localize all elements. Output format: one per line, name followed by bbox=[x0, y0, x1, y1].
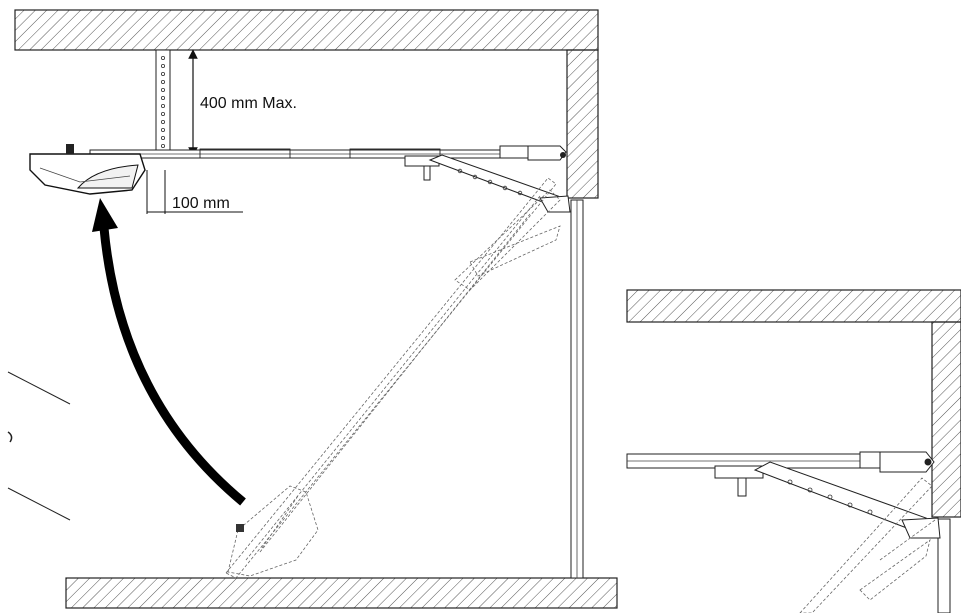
detail-rail bbox=[626, 451, 935, 473]
right-wall bbox=[566, 49, 599, 199]
hanging-bracket bbox=[155, 49, 171, 159]
opener-rail bbox=[89, 145, 567, 161]
door-arm-closed bbox=[428, 154, 571, 213]
lift-direction-arrow bbox=[99, 227, 246, 506]
detail-wall bbox=[931, 321, 961, 518]
main-view: 400 mm Max. 100 mm bbox=[7, 9, 618, 609]
dimension-100mm: 100 mm bbox=[146, 170, 243, 214]
dimension-100mm-label: 100 mm bbox=[172, 195, 230, 212]
door-arm-open-ghost bbox=[454, 189, 561, 291]
dimension-400mm: 400 mm Max. bbox=[188, 49, 297, 157]
detail-door-frame bbox=[937, 518, 951, 613]
detail-tilted-ghost bbox=[799, 477, 936, 613]
motor-tilted-ghost bbox=[227, 485, 319, 577]
detail-door-arm bbox=[753, 461, 941, 539]
detail-trolley bbox=[714, 465, 764, 497]
dimension-400mm-label: 400 mm Max. bbox=[200, 95, 297, 112]
rail-tilted-ghost bbox=[225, 177, 557, 579]
ceiling bbox=[14, 9, 599, 51]
detail-view bbox=[626, 289, 961, 613]
partial-object-left bbox=[7, 371, 71, 521]
floor bbox=[65, 577, 618, 609]
detail-ceiling bbox=[626, 289, 961, 323]
motor-unit bbox=[29, 144, 146, 195]
